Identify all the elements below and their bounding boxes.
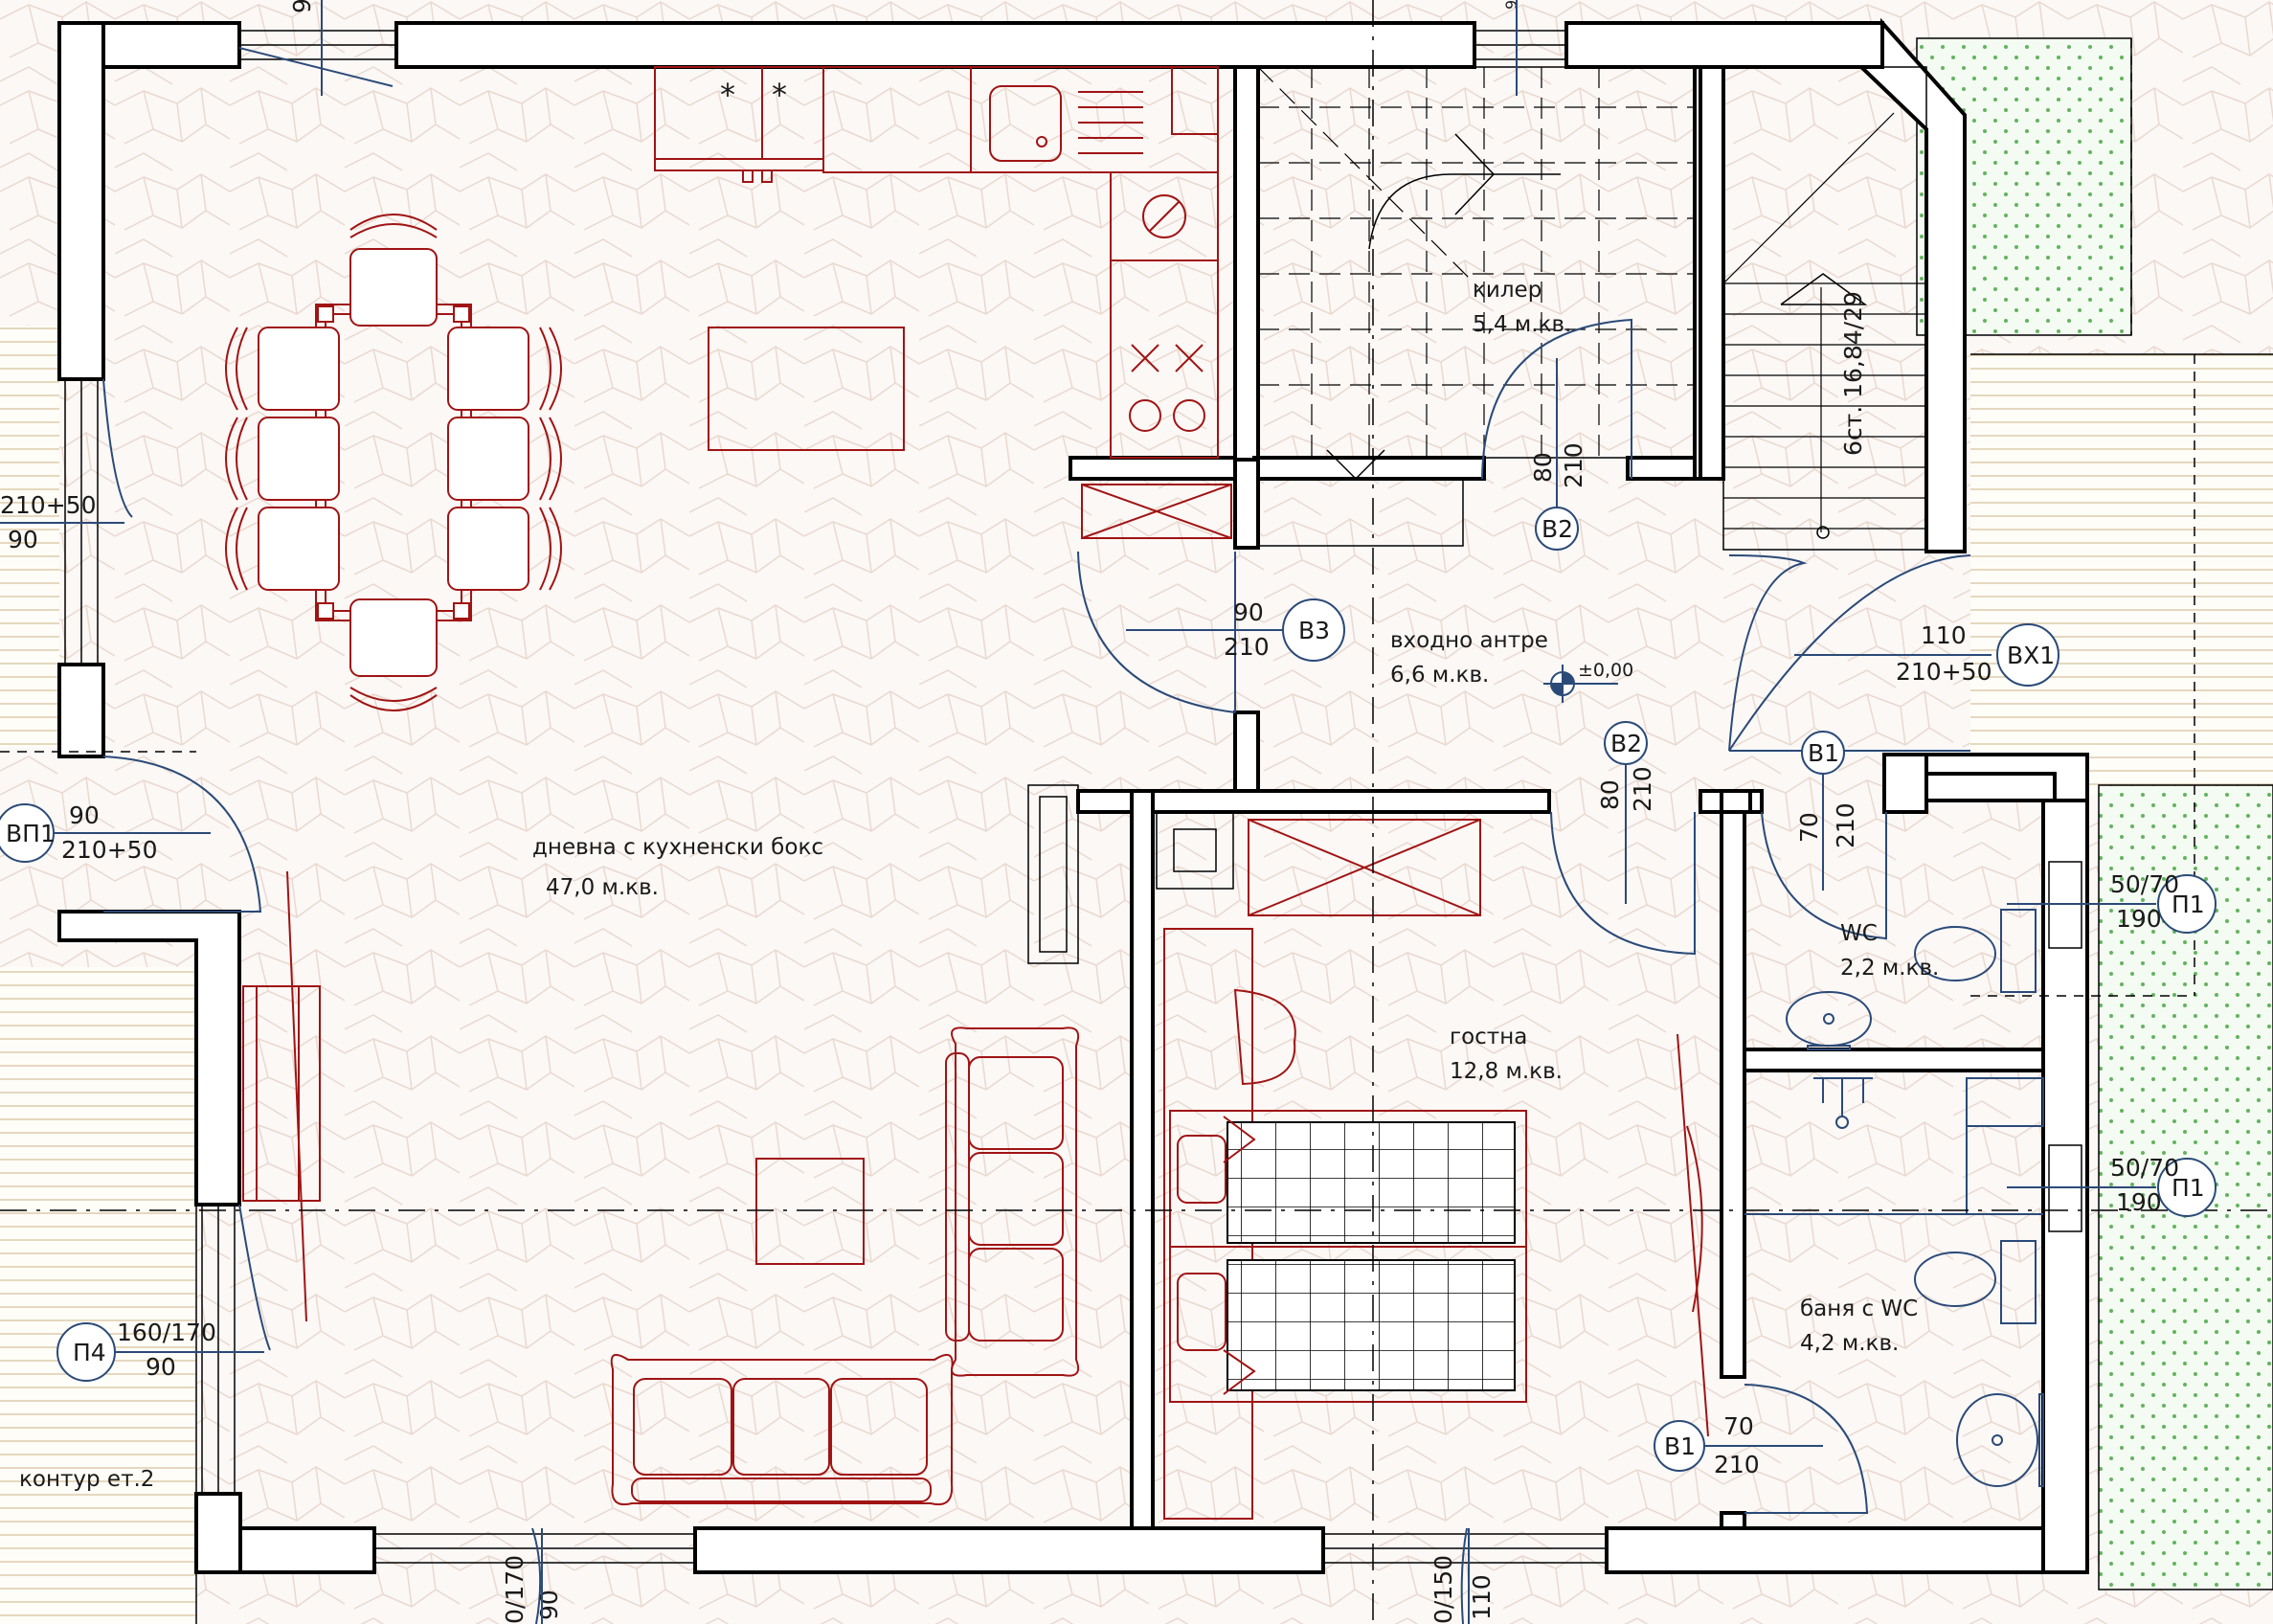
dim-p1-bottom-h: 190 [2116, 1188, 2162, 1216]
dim-bx1-h: 210+50 [1896, 658, 1992, 686]
dim-p4-w: 160/170 [117, 1319, 216, 1346]
level-marker: ±0,00 [1543, 660, 1633, 703]
tags: В2 80 210 В3 90 210 ВХ1 110 210+50 В2 80… [0, 358, 2217, 1478]
terrace-left-top [0, 326, 59, 747]
dim-left-90: 90 [8, 526, 38, 553]
room-entrance-area: 6,6 м.кв. [1390, 663, 1489, 688]
dim-p4-h: 90 [146, 1353, 176, 1381]
room-pantry-name: килер [1473, 278, 1542, 303]
dim-vp1-h: 210+50 [61, 836, 157, 864]
dim-bottom-c: 0/150 [1429, 1555, 1457, 1624]
stairs: 6ст. 16,84/29 [1257, 66, 1927, 551]
room-labels: дневна с кухненски бокс 47,0 м.кв. килер… [19, 278, 1939, 1492]
room-living-name: дневна с кухненски бокс [532, 835, 823, 860]
living-furniture [242, 870, 1080, 1505]
room-guest-name: гостна [1450, 1025, 1527, 1049]
dim-b3-h: 210 [1224, 633, 1270, 661]
edge-dimensions: 90 90 210+50 90 0/170 90 0/150 110 [0, 0, 1520, 1624]
tag-p1-bottom: П1 [2172, 1174, 2205, 1202]
room-bath-area: 4,2 м.кв. [1800, 1331, 1899, 1356]
dim-bottom-a: 0/170 [501, 1555, 529, 1624]
tag-bx1: ВХ1 [2007, 642, 2055, 669]
kitchen: * * [654, 66, 1232, 539]
dim-b1-bottom-h: 210 [1714, 1451, 1760, 1478]
tag-b2-bottom: В2 [1610, 730, 1642, 757]
dim-top-90: 90 [288, 0, 316, 13]
dim-b1-bottom-w: 70 [1723, 1412, 1754, 1440]
dim-p1-bottom-w: 50/70 [2110, 1154, 2179, 1182]
dim-p1-top-h: 190 [2116, 905, 2162, 933]
contour-label: контур ет.2 [19, 1467, 154, 1492]
guest-furniture [1156, 811, 1709, 1520]
dim-b3-w: 90 [1233, 598, 1264, 626]
dim-p1-top-w: 50/70 [2110, 870, 2179, 898]
dim-left-210-50: 210+50 [0, 491, 96, 519]
dim-bottom-d: 110 [1468, 1574, 1496, 1620]
room-guest-area: 12,8 м.кв. [1450, 1059, 1563, 1084]
svg-text:*: * [772, 77, 787, 113]
dim-top-right: 90 [1502, 0, 1520, 10]
interior-walls [1069, 65, 2057, 1530]
room-entrance-name: входно антре [1390, 628, 1548, 653]
tag-p4: П4 [73, 1339, 106, 1366]
svg-text:*: * [720, 77, 735, 113]
dim-b2-top-h: 210 [1560, 442, 1587, 488]
sanitary [1744, 909, 2044, 1487]
level-label: ±0,00 [1578, 660, 1633, 681]
tag-b3: В3 [1298, 617, 1330, 644]
dim-b1-top-h: 210 [1832, 802, 1859, 848]
dim-vp1-w: 90 [69, 801, 100, 829]
tag-b2-top: В2 [1542, 515, 1573, 543]
dining-table-set [225, 214, 562, 711]
room-bath-name: баня с WC [1800, 1297, 1918, 1321]
tag-b1-top: В1 [1808, 739, 1839, 767]
dim-b1-top-w: 70 [1795, 812, 1823, 843]
tag-p1-top: П1 [2172, 891, 2205, 918]
tag-vp1: ВП1 [6, 820, 56, 847]
terrace-left-bottom [0, 967, 196, 1624]
doors [102, 47, 1971, 1624]
room-wc-name: WC [1840, 921, 1878, 946]
dim-b2-top-w: 80 [1529, 452, 1557, 483]
room-wc-area: 2,2 м.кв. [1840, 956, 1939, 981]
dim-b2-bottom-w: 80 [1596, 779, 1624, 810]
dim-bx1-w: 110 [1921, 621, 1967, 649]
terrace-right [1970, 354, 2273, 795]
tag-b1-bottom: В1 [1664, 1432, 1696, 1460]
dim-bottom-b: 90 [535, 1590, 563, 1620]
room-living-area: 47,0 м.кв. [546, 875, 659, 900]
stairs-label: 6ст. 16,84/29 [1839, 291, 1867, 456]
dim-b2-bottom-h: 210 [1629, 766, 1656, 812]
room-pantry-area: 5,4 м.кв. [1473, 312, 1571, 337]
